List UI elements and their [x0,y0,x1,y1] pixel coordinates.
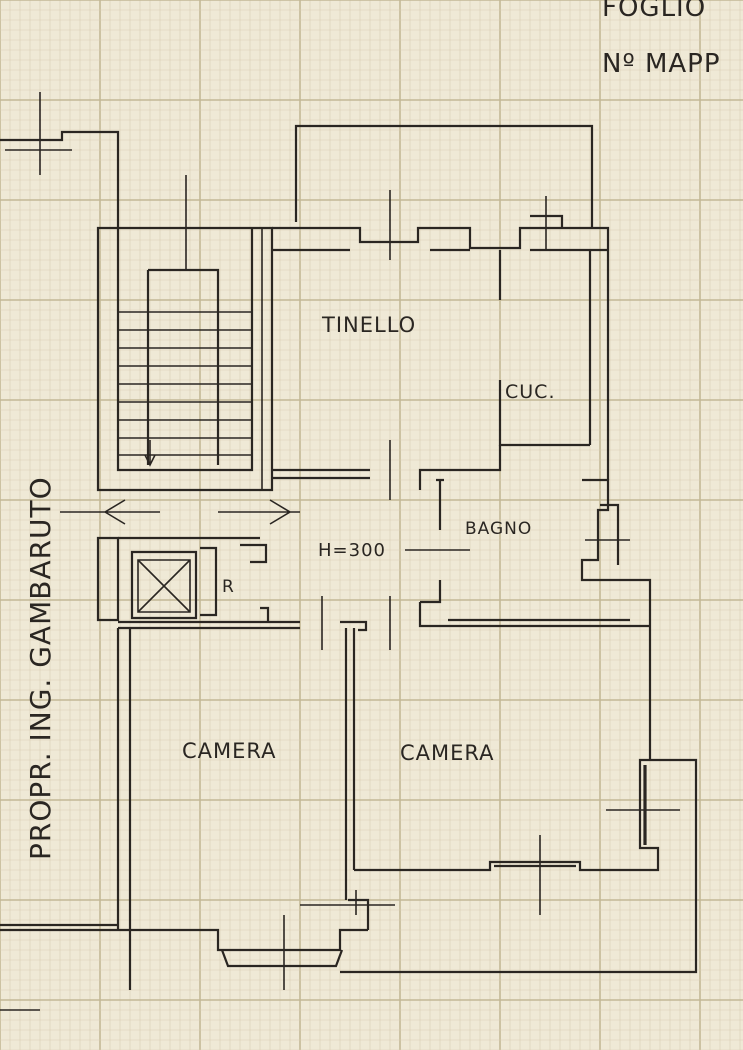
parcel-label: Nº MAPP [602,49,721,79]
ceiling-height-note: H=300 [318,540,470,561]
room-label-bagno: BAGNO [465,519,532,539]
room-label-camera-right: CAMERA [400,741,495,765]
room-label-camera-left: CAMERA [182,739,277,763]
room-label-ripostiglio: R [222,577,235,597]
stair-treads [118,311,252,456]
floor-plan-walls [0,92,698,1011]
room-label-tinello: TINELLO [321,313,416,337]
sheet-label: FOGLIO [602,0,706,23]
height-note-text: H=300 [318,540,386,561]
neighbour-owner-note: PROPR. ING. GAMBARUTO [24,476,57,860]
room-label-cucina: CUC. [505,381,555,403]
